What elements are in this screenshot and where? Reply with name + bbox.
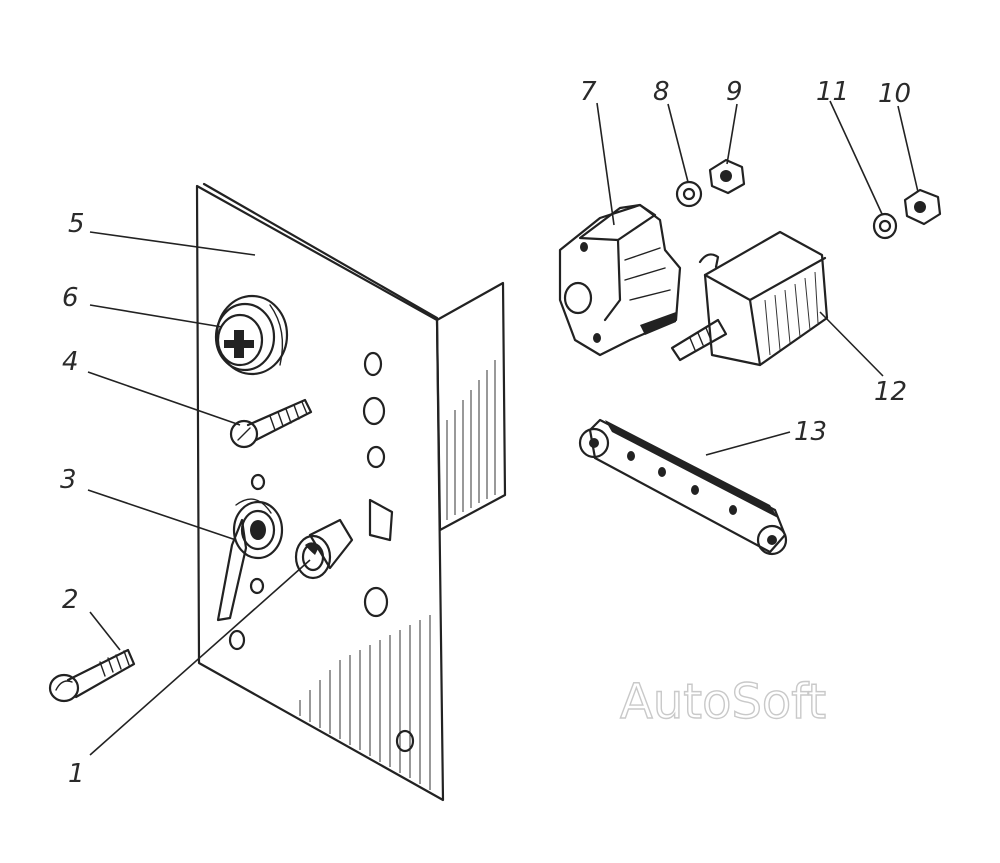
part-13-contact-strip [578, 418, 788, 556]
leader-1 [89, 559, 311, 756]
callout-labels: 1 2 3 4 5 6 7 8 9 10 11 12 13 [60, 77, 911, 789]
leader-lines [87, 100, 919, 756]
part-2-screw [48, 648, 136, 703]
leader-9 [726, 103, 738, 165]
leader-3 [87, 489, 237, 541]
part-1-bushing [294, 518, 354, 580]
callout-10: 10 [878, 79, 911, 109]
callout-12: 12 [874, 377, 907, 407]
part-6-cross-knob [214, 294, 289, 376]
leader-6 [89, 304, 223, 328]
leader-5 [89, 231, 256, 256]
callout-9: 9 [726, 77, 743, 107]
callout-8: 8 [653, 77, 670, 107]
leader-4 [87, 371, 241, 426]
leader-11 [829, 100, 883, 215]
callout-2: 2 [62, 585, 79, 615]
leader-8 [667, 103, 689, 183]
leader-7 [596, 102, 615, 226]
part-5-mounting-panel [195, 182, 507, 802]
callout-5: 5 [68, 209, 85, 239]
part-7-contact-block [558, 203, 682, 357]
leader-10 [897, 105, 919, 193]
leader-2 [89, 611, 121, 651]
part-8-washer [675, 180, 703, 208]
callout-7: 7 [580, 77, 597, 107]
part-10-nut [903, 188, 942, 226]
callout-11: 11 [816, 77, 849, 107]
part-4-screw [229, 398, 313, 449]
callout-4: 4 [62, 347, 79, 377]
part-3-lever-switch [216, 498, 284, 622]
part-11-washer [872, 212, 898, 240]
callout-1: 1 [68, 759, 85, 789]
leader-12 [819, 311, 884, 377]
callout-6: 6 [62, 283, 79, 313]
part-9-nut [708, 158, 746, 195]
callout-3: 3 [60, 465, 77, 495]
part-12-switch-box [670, 230, 829, 367]
watermark: AutoSoft [620, 674, 826, 730]
callout-13: 13 [794, 417, 827, 447]
leader-13 [705, 431, 791, 456]
